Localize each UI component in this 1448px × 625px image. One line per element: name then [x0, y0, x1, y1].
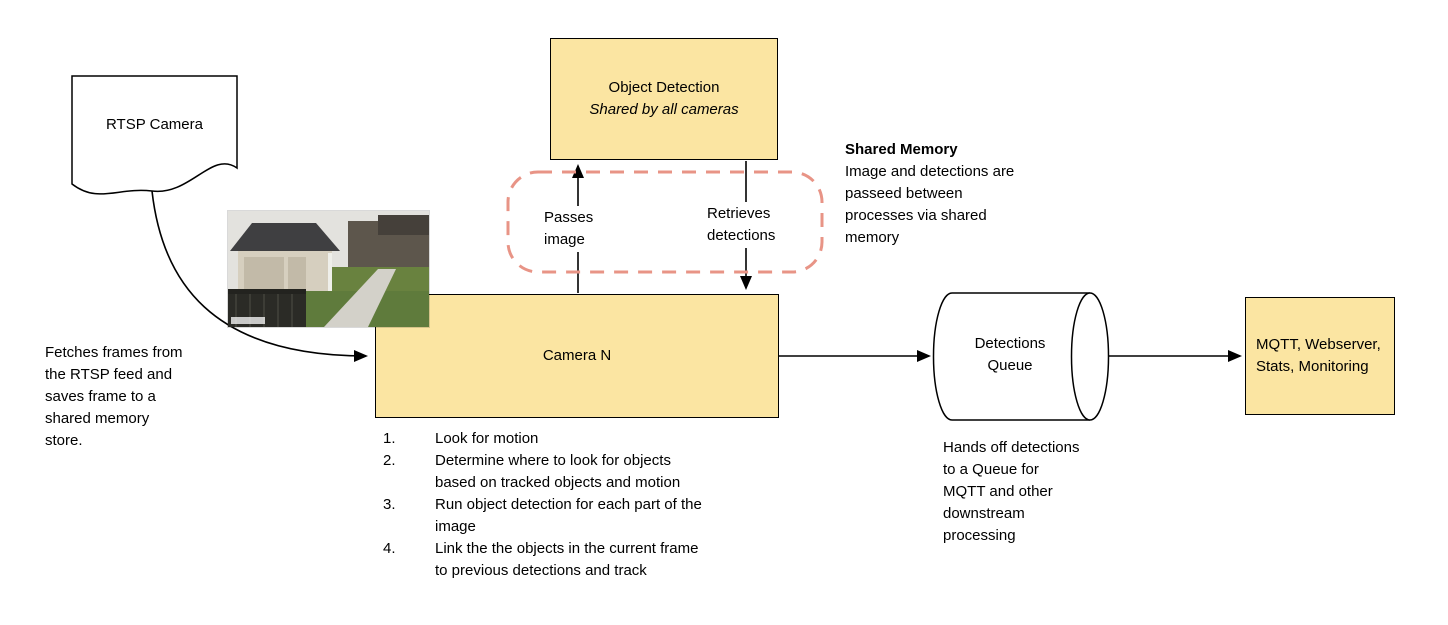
object-detection-subtitle: Shared by all cameras [589, 101, 739, 118]
detections-queue-cylinder [932, 292, 1110, 421]
step-row: 3. Run object detection for each part of… [383, 494, 763, 538]
passes-image-label: Passes image [540, 206, 598, 252]
step-text: Run object detection for each part of th… [435, 496, 702, 535]
mqtt-box: MQTT, Webserver, Stats, Monitoring [1245, 297, 1395, 415]
shared-memory-dashed-region [506, 170, 824, 274]
detections-queue-label: Detections Queue [974, 335, 1046, 374]
shared-memory-body: Image and detections are passeed between… [845, 163, 1015, 246]
step-text: Look for motion [435, 430, 539, 447]
fetch-note: Fetches frames from the RTSP feed and sa… [45, 344, 183, 449]
object-detection-title: Object Detection [608, 79, 720, 96]
shared-memory-note: Shared Memory Image and detections are p… [845, 139, 1060, 249]
retrieves-detections-label: Retrieves detections [703, 202, 780, 248]
fetch-frames-arrow [151, 190, 368, 362]
step-number: 3. [383, 496, 396, 513]
rtsp-camera-label: RTSP Camera [106, 116, 203, 133]
step-text: Link the the objects in the current fram… [435, 540, 699, 579]
camera-snapshot-image [228, 211, 429, 327]
shared-memory-title: Shared Memory [845, 141, 958, 158]
camera-n-box: Camera N [375, 294, 779, 418]
step-row: 4. Link the the objects in the current f… [383, 538, 763, 582]
camera-n-label: Camera N [542, 347, 612, 364]
mqtt-label: MQTT, Webserver, Stats, Monitoring [1256, 336, 1381, 375]
step-row: 2. Determine where to look for objects b… [383, 450, 763, 494]
step-text: Determine where to look for objects base… [435, 452, 681, 491]
camera-steps-list: 1. Look for motion 2. Determine where to… [383, 428, 763, 582]
object-detection-box: Object Detection Shared by all cameras [550, 38, 778, 160]
step-number: 2. [383, 452, 396, 469]
step-number: 4. [383, 540, 396, 557]
step-number: 1. [383, 430, 396, 447]
queue-note: Hands off detections to a Queue for MQTT… [943, 439, 1080, 544]
step-row: 1. Look for motion [383, 428, 763, 450]
